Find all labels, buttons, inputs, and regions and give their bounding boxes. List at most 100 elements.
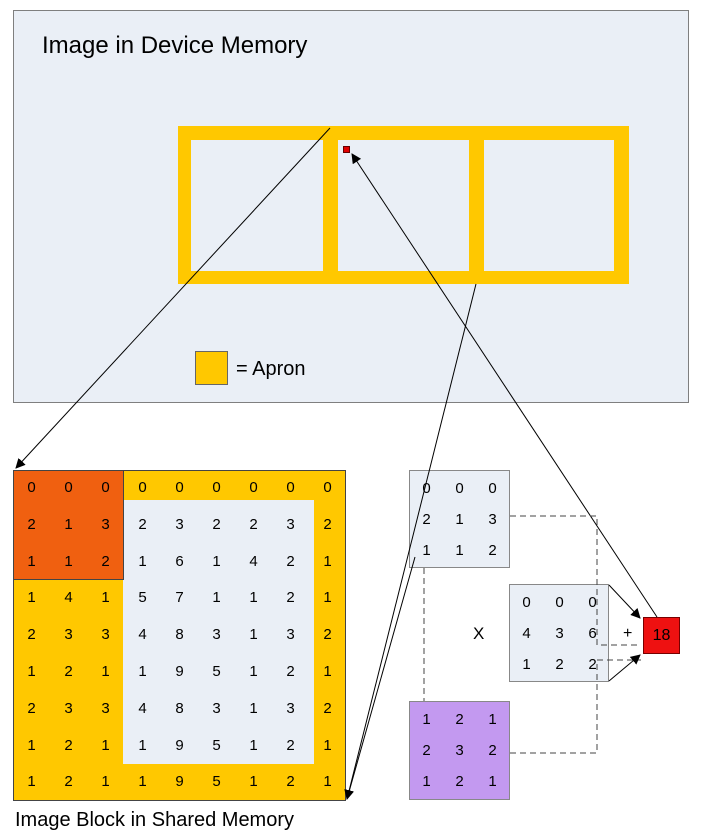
- grid-cell: 3: [212, 699, 221, 717]
- grid-cell: 9: [175, 736, 184, 754]
- matrix-cell: 1: [455, 542, 464, 559]
- grid-cell: 3: [101, 699, 110, 717]
- grid-cell: 6: [175, 552, 184, 570]
- grid-cell: 0: [249, 479, 258, 496]
- arrow-to-shared-block: [15, 127, 331, 469]
- grid-cell: 3: [101, 626, 110, 644]
- matrix-cell: 3: [488, 511, 497, 528]
- grid-cell: 1: [101, 736, 110, 754]
- grid-cell: 2: [286, 736, 295, 754]
- grid-cell: 1: [249, 663, 258, 680]
- shared-memory-interior: [123, 500, 314, 764]
- matrix-cell: 1: [422, 773, 431, 790]
- matrix-cell: 1: [488, 773, 497, 790]
- grid-cell: 1: [138, 736, 147, 754]
- grid-cell: 1: [323, 589, 332, 607]
- grid-cell: 1: [27, 736, 36, 754]
- grid-cell: 1: [212, 552, 221, 570]
- grid-cell: 1: [101, 663, 110, 680]
- matrix-cell: 0: [555, 594, 564, 611]
- dashed-a-to-result: [510, 515, 641, 646]
- apron-legend-swatch: [195, 351, 228, 385]
- grid-cell: 1: [27, 663, 36, 680]
- matrix-cell: 2: [555, 656, 564, 673]
- grid-cell: 3: [286, 626, 295, 644]
- matrix-cell: 0: [488, 480, 497, 497]
- grid-cell: 2: [323, 515, 332, 533]
- matrix-cell: 1: [522, 656, 531, 673]
- grid-cell: 1: [249, 626, 258, 644]
- grid-cell: 1: [101, 773, 110, 791]
- grid-cell: 0: [175, 479, 184, 496]
- grid-cell: 4: [64, 589, 73, 607]
- grid-cell: 1: [27, 589, 36, 607]
- grid-cell: 1: [138, 552, 147, 570]
- matrix-cell: 0: [422, 480, 431, 497]
- matrix-cell: 1: [422, 542, 431, 559]
- grid-cell: 7: [175, 589, 184, 607]
- shared-memory-caption: Image Block in Shared Memory: [15, 809, 295, 831]
- matrix-cell: 2: [488, 742, 497, 759]
- matrix-cell: 2: [588, 656, 597, 673]
- matrix-cell: 1: [488, 711, 497, 728]
- grid-cell: 0: [286, 479, 295, 496]
- grid-cell: 3: [64, 626, 73, 644]
- grid-cell: 2: [64, 773, 73, 791]
- arrow-to-block-corner: [344, 283, 477, 800]
- grid-cell: 1: [249, 589, 258, 607]
- grid-cell: 3: [286, 699, 295, 717]
- grid-cell: 4: [249, 552, 258, 570]
- grid-cell: 0: [64, 479, 73, 496]
- grid-cell: 9: [175, 773, 184, 791]
- grid-cell: 3: [212, 626, 221, 644]
- grid-cell: 1: [27, 773, 36, 791]
- matrix-cell: 6: [588, 625, 597, 642]
- grid-cell: 2: [64, 663, 73, 680]
- matrix-cell: 1: [422, 711, 431, 728]
- grid-cell: 2: [286, 773, 295, 791]
- line-shared-to-matrix-a: [346, 556, 416, 800]
- plus-operator: +: [623, 625, 633, 642]
- matrix-cell: 2: [455, 773, 464, 790]
- grid-cell: 8: [175, 699, 184, 717]
- grid-cell: 2: [27, 699, 36, 717]
- grid-cell: 2: [323, 699, 332, 717]
- matrix-cell: 0: [588, 594, 597, 611]
- grid-cell: 2: [27, 515, 36, 533]
- matrix-cell: 2: [488, 542, 497, 559]
- grid-cell: 2: [64, 736, 73, 754]
- grid-cell: 2: [138, 515, 147, 533]
- grid-cell: 4: [138, 626, 147, 644]
- matrix-cell: 4: [522, 625, 531, 642]
- grid-cell: 2: [286, 663, 295, 680]
- grid-cell: 1: [323, 663, 332, 680]
- matrix-cell: 2: [422, 511, 431, 528]
- result-value: 18: [643, 617, 680, 654]
- grid-cell: 3: [175, 515, 184, 533]
- grid-cell: 0: [212, 479, 221, 496]
- matrix-cell: 3: [555, 625, 564, 642]
- grid-cell: 1: [212, 589, 221, 607]
- grid-cell: 3: [64, 699, 73, 717]
- grid-cell: 1: [249, 773, 258, 791]
- apron-legend-label: = Apron: [236, 358, 306, 380]
- grid-cell: 1: [27, 552, 36, 570]
- grid-cell: 2: [27, 626, 36, 644]
- grid-cell: 2: [323, 626, 332, 644]
- grid-cell: 2: [286, 589, 295, 607]
- arrow-to-pixel: [351, 153, 658, 618]
- matrix-cell: 2: [422, 742, 431, 759]
- grid-cell: 1: [138, 773, 147, 791]
- grid-cell: 1: [101, 589, 110, 607]
- multiply-operator: X: [473, 624, 485, 643]
- grid-cell: 1: [64, 515, 73, 533]
- grid-cell: 1: [323, 773, 332, 791]
- grid-cell: 1: [323, 736, 332, 754]
- matrix-cell: 0: [455, 480, 464, 497]
- arrow-b-to-result-top: [608, 584, 641, 619]
- grid-cell: 5: [212, 773, 221, 791]
